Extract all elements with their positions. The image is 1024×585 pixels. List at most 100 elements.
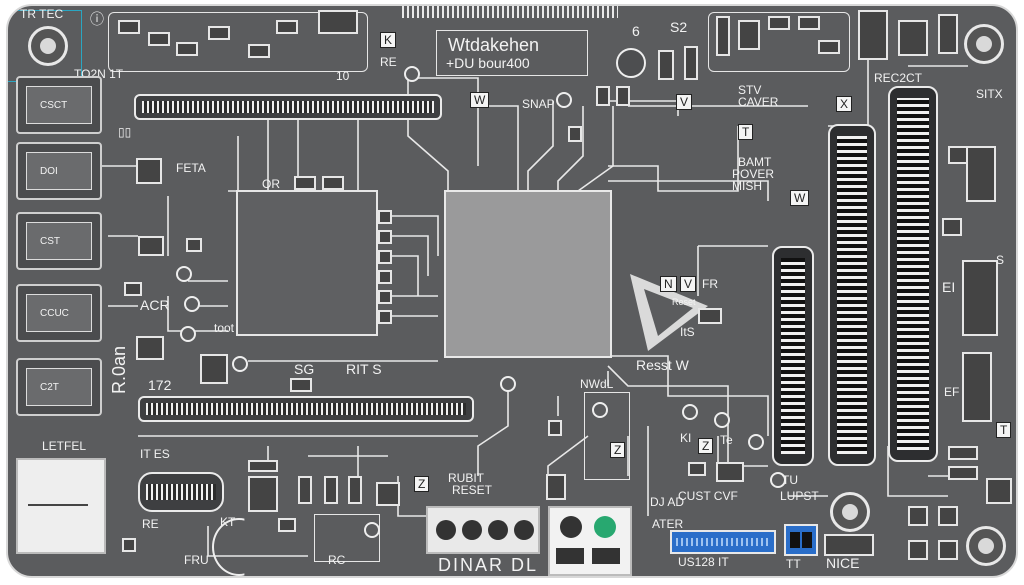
label-rc: RC — [328, 553, 346, 567]
smd-component — [948, 146, 968, 164]
smd-component — [324, 476, 338, 504]
ic-component — [136, 336, 164, 360]
smd-component — [908, 540, 928, 560]
smd-component — [684, 46, 698, 80]
smd-component — [688, 462, 706, 476]
memory-slot-3 — [888, 86, 938, 462]
w2-marker: W — [790, 190, 810, 206]
smd-component — [348, 476, 362, 504]
label-sg: SG — [294, 361, 315, 377]
label-bamt: BAMT — [738, 155, 772, 169]
smd-component — [278, 518, 296, 532]
smd-component — [248, 460, 278, 472]
smd-component — [290, 378, 312, 392]
smd-component — [948, 466, 978, 480]
label-letfel: LETFEL — [42, 439, 87, 453]
ic-component — [376, 482, 400, 506]
pin-pad — [378, 290, 392, 304]
v-marker: V — [676, 94, 693, 110]
smd-component — [658, 50, 674, 80]
n-marker: N — [660, 276, 677, 292]
port-5: C2T — [16, 358, 102, 416]
test-point — [184, 296, 200, 312]
test-point — [592, 402, 608, 418]
t-marker: T — [738, 124, 754, 140]
label-te: Te — [720, 433, 733, 447]
test-point — [500, 376, 516, 392]
expansion-slot-top — [134, 94, 442, 120]
label-nice: NICE — [826, 555, 860, 571]
title-panel — [436, 30, 588, 76]
smd-component — [294, 176, 316, 190]
memory-slot-1 — [772, 246, 814, 466]
label-s-right: S — [996, 253, 1005, 267]
test-point — [232, 356, 248, 372]
memory-slot-2 — [828, 124, 876, 466]
smd-component — [818, 40, 840, 54]
v2-marker: V — [680, 276, 697, 292]
label-sitx: SITX — [976, 87, 1003, 101]
ic-component — [136, 158, 162, 184]
z-marker: Z — [610, 442, 626, 458]
ic-chip-left — [236, 190, 378, 336]
test-point — [682, 404, 698, 420]
t-right-marker: T — [996, 422, 1012, 438]
w-marker: W — [470, 92, 490, 108]
capacitor — [616, 48, 646, 78]
smd-component — [148, 32, 170, 46]
label-feta: FETA — [176, 161, 206, 175]
smd-component — [186, 238, 202, 252]
jumper-block — [784, 524, 818, 556]
label-fr: FR — [702, 277, 718, 291]
test-point — [770, 472, 786, 488]
smd-component — [938, 506, 958, 526]
smd-component — [568, 126, 582, 142]
smd-component — [322, 176, 344, 190]
connector — [962, 260, 998, 336]
info-icon: ⓘ — [90, 11, 104, 27]
label-its: ItS — [680, 325, 695, 339]
mounting-hole-top-right — [964, 24, 1004, 64]
pin-pad — [378, 270, 392, 284]
label-cust: CUST CVF — [678, 489, 738, 503]
component-frame — [314, 514, 380, 562]
test-point — [180, 326, 196, 342]
smd-component — [948, 446, 978, 460]
test-point — [404, 66, 420, 82]
label-stv: STV — [738, 83, 762, 97]
test-point — [176, 266, 192, 282]
ic-component — [200, 354, 228, 384]
ic-component — [898, 20, 928, 56]
pin-pad — [378, 310, 392, 324]
label-rec: REC2CT — [874, 71, 923, 85]
label-mish: MISH — [732, 179, 762, 193]
label-ater: ATER — [652, 517, 684, 531]
pin-pad — [378, 210, 392, 224]
component-cluster-top — [108, 12, 368, 72]
smd-component — [942, 218, 962, 236]
label-tt: TT — [786, 557, 801, 571]
component-frame — [584, 392, 630, 480]
mounting-hole-top-left — [28, 26, 68, 66]
smd-component — [738, 20, 760, 50]
switch-component — [248, 476, 278, 512]
main-processor — [444, 190, 612, 358]
side-label: R.0an — [109, 345, 129, 394]
ic-component — [858, 10, 888, 60]
ic-component — [318, 10, 358, 34]
connector — [966, 146, 996, 202]
blue-connector — [670, 530, 776, 554]
port-4: CCUC — [16, 284, 102, 342]
smd-component — [122, 538, 136, 552]
pin-pad — [378, 250, 392, 264]
z2-marker: Z — [698, 438, 714, 454]
label-caver: CAVER — [738, 95, 779, 109]
port-2: DOI — [16, 142, 102, 200]
label-fru: FRU — [184, 553, 209, 567]
smd-component — [124, 282, 142, 296]
pcb-board: TR TEC ⓘ TO2N 1T 10 K RE Wtdakehen +DU b… — [6, 4, 1018, 578]
label-it-es: IT ES — [140, 447, 170, 461]
ic-component — [986, 478, 1012, 504]
label-ten: 10 — [336, 69, 350, 83]
